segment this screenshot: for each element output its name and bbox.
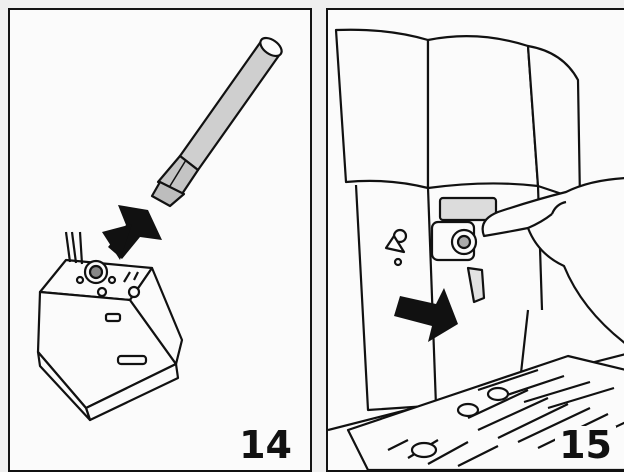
panel-step-15: 15 xyxy=(326,8,624,472)
panel-15-illustration xyxy=(328,10,624,470)
panel-14-illustration xyxy=(10,10,310,470)
cappuccino-unit-icon xyxy=(38,232,182,420)
step-number: 15 xyxy=(555,426,616,464)
step-number: 14 xyxy=(235,426,296,464)
tube-icon xyxy=(152,34,285,206)
panel-step-14: 14 xyxy=(8,8,312,472)
down-left-arrow-icon xyxy=(102,205,162,260)
